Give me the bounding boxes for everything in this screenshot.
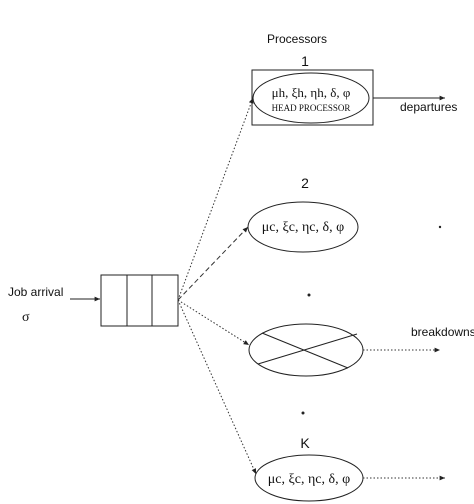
job-arrival-label: Job arrival bbox=[8, 285, 63, 299]
processor-1-sublabel: HEAD PROCESSOR bbox=[272, 103, 351, 113]
ellipsis-dot bbox=[307, 293, 311, 297]
arrival-rate-symbol: σ bbox=[22, 310, 30, 325]
dot-marker bbox=[438, 225, 442, 229]
processor-2: 2 μc, ξc, ηc, δ, φ bbox=[247, 175, 442, 253]
departures-label: departures bbox=[400, 100, 457, 114]
route-to-processor-broken bbox=[177, 299, 250, 346]
processor-1-params: μh, ξh, ηh, δ, φ bbox=[272, 85, 351, 100]
processor-1-ellipse bbox=[252, 72, 370, 124]
queue-buffer bbox=[100, 274, 179, 327]
processor-broken: breakdowns bbox=[248, 323, 474, 377]
processor-k: K μc, ξc, ηc, δ, φ bbox=[254, 435, 445, 502]
processor-2-params: μc, ξc, ηc, δ, φ bbox=[262, 220, 344, 235]
route-to-processor-1 bbox=[177, 97, 254, 301]
route-to-processor-k bbox=[177, 299, 257, 475]
breakdowns-label: breakdowns bbox=[411, 325, 474, 339]
processor-1: 1 μh, ξh, ηh, δ, φ HEAD PROCESSOR depart… bbox=[251, 53, 457, 126]
cross-line-2 bbox=[257, 333, 358, 365]
cross-line-1 bbox=[261, 332, 349, 369]
processor-2-ellipse bbox=[247, 201, 359, 253]
processors-title: Processors bbox=[267, 32, 327, 46]
processor-2-number: 2 bbox=[301, 175, 309, 191]
processor-broken-ellipse bbox=[248, 323, 364, 377]
route-to-processor-2 bbox=[177, 226, 249, 301]
processor-k-params: μc, ξc, ηc, δ, φ bbox=[268, 472, 350, 487]
ellipsis-dot-2 bbox=[301, 411, 305, 415]
processor-k-number: K bbox=[300, 435, 310, 451]
processor-1-number: 1 bbox=[301, 53, 309, 69]
